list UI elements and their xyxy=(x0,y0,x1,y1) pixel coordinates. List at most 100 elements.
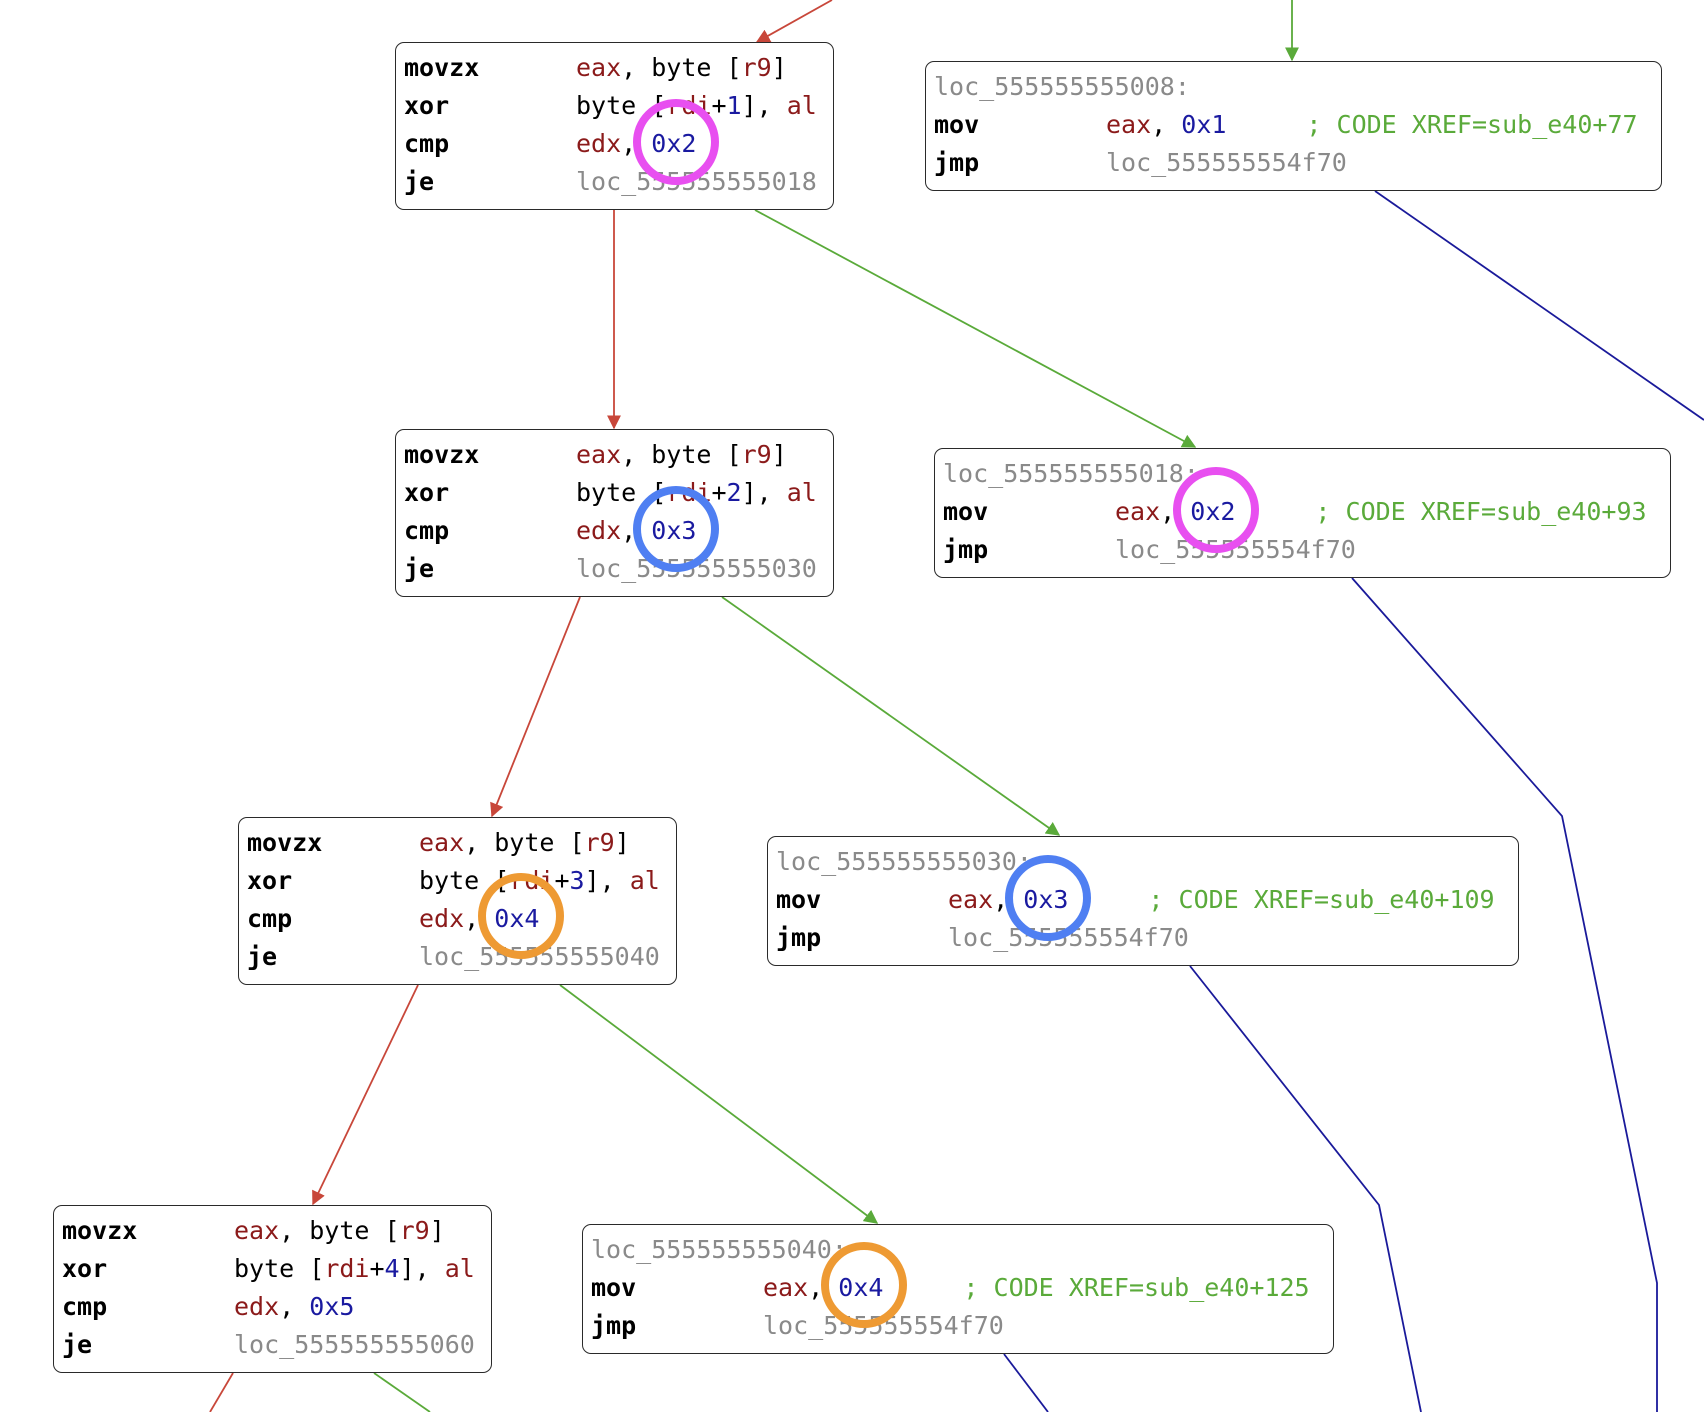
jump-edge xyxy=(1351,577,1658,1412)
register[interactable]: rdi xyxy=(509,866,555,895)
immediate-value[interactable]: 0x2 xyxy=(651,129,697,158)
jump-edge xyxy=(1003,1353,1049,1412)
location-reference[interactable]: loc_555555555060 xyxy=(234,1330,475,1359)
operand-text: + xyxy=(711,478,727,507)
location-reference[interactable]: loc_555555555030 xyxy=(576,554,817,583)
immediate-value[interactable]: 0x3 xyxy=(1023,885,1069,914)
register[interactable]: eax xyxy=(419,828,465,857)
immediate-value[interactable]: 4 xyxy=(384,1254,400,1283)
jump-edge xyxy=(1374,190,1704,421)
mnemonic: cmp xyxy=(404,129,450,158)
register[interactable]: al xyxy=(444,1254,475,1283)
register[interactable]: edx xyxy=(234,1292,280,1321)
register[interactable]: al xyxy=(786,91,817,120)
operand-text: , xyxy=(808,1273,839,1302)
location-reference[interactable]: loc_555555554f70 xyxy=(1106,148,1347,177)
operand-text: , byte [ xyxy=(621,440,742,469)
location-reference[interactable]: loc_555555555040 xyxy=(419,942,660,971)
register[interactable]: eax xyxy=(948,885,994,914)
register[interactable]: al xyxy=(786,478,817,507)
mnemonic: mov xyxy=(943,497,989,526)
register[interactable]: rdi xyxy=(666,91,712,120)
register[interactable]: eax xyxy=(576,440,622,469)
operand-text: , byte [ xyxy=(464,828,585,857)
immediate-value[interactable]: 3 xyxy=(569,866,585,895)
operand-text: , xyxy=(621,129,652,158)
register[interactable]: r9 xyxy=(399,1216,430,1245)
instruction-row[interactable]: je loc_555555555060 xyxy=(62,1326,491,1364)
location-reference[interactable]: loc_555555554f70 xyxy=(763,1311,1004,1340)
instruction-row[interactable]: cmp edx, 0x2 xyxy=(404,125,833,163)
location-reference[interactable]: loc_555555554f70 xyxy=(1115,535,1356,564)
instruction-row[interactable]: cmp edx, 0x5 xyxy=(62,1288,491,1326)
false-branch-edge-out xyxy=(209,1372,234,1412)
register[interactable]: r9 xyxy=(741,440,772,469)
operand-text: , xyxy=(279,1292,310,1321)
operand-text: , byte [ xyxy=(621,53,742,82)
register[interactable]: r9 xyxy=(741,53,772,82)
register[interactable]: edx xyxy=(576,516,622,545)
operand-text: ], xyxy=(741,478,787,507)
register[interactable]: eax xyxy=(1115,497,1161,526)
register[interactable]: edx xyxy=(419,904,465,933)
mnemonic: xor xyxy=(247,866,293,895)
location-reference[interactable]: loc_555555555018 xyxy=(576,167,817,196)
immediate-value[interactable]: 0x1 xyxy=(1181,110,1227,139)
immediate-value[interactable]: 0x4 xyxy=(838,1273,884,1302)
immediate-value[interactable]: 0x3 xyxy=(651,516,697,545)
operand-text: byte [ xyxy=(234,1254,325,1283)
operand-text: + xyxy=(369,1254,385,1283)
location-reference[interactable]: loc_555555554f70 xyxy=(948,923,1189,952)
block-label: loc_555555555030: xyxy=(776,847,1032,876)
mnemonic: cmp xyxy=(62,1292,108,1321)
register[interactable]: eax xyxy=(763,1273,809,1302)
mnemonic: je xyxy=(62,1330,93,1359)
operand-text: ] xyxy=(429,1216,445,1245)
register[interactable]: al xyxy=(629,866,660,895)
register[interactable]: eax xyxy=(1106,110,1152,139)
mnemonic: movzx xyxy=(62,1216,138,1245)
immediate-value[interactable]: 0x5 xyxy=(309,1292,355,1321)
immediate-value[interactable]: 0x4 xyxy=(494,904,540,933)
register[interactable]: r9 xyxy=(584,828,615,857)
immediate-value[interactable]: 0x2 xyxy=(1190,497,1236,526)
register[interactable]: eax xyxy=(234,1216,280,1245)
register[interactable]: rdi xyxy=(324,1254,370,1283)
true-branch-edge xyxy=(721,596,1061,836)
register[interactable]: edx xyxy=(576,129,622,158)
immediate-value[interactable]: 2 xyxy=(726,478,742,507)
register[interactable]: rdi xyxy=(666,478,712,507)
immediate-value[interactable]: 1 xyxy=(726,91,742,120)
register[interactable]: eax xyxy=(576,53,622,82)
